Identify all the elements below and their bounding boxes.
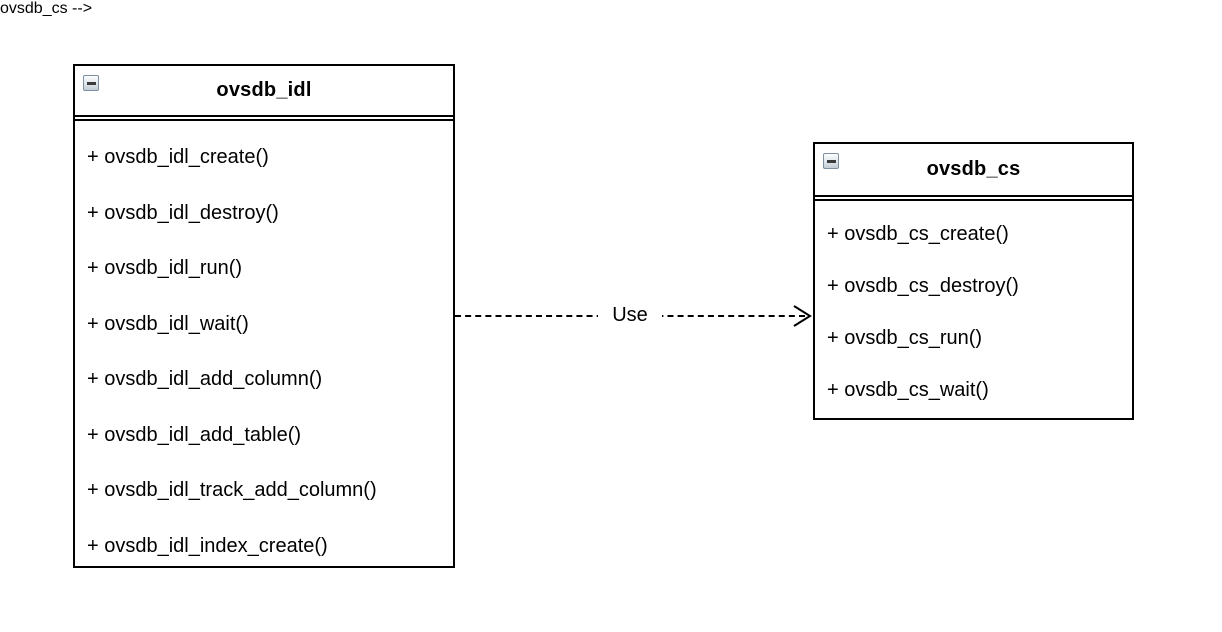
- operation-item: + ovsdb_idl_index_create(): [87, 534, 328, 557]
- class-header-ovsdb-idl: ovsdb_idl: [75, 66, 453, 117]
- dependency-label: Use: [598, 304, 662, 327]
- minus-icon: [826, 159, 836, 163]
- operation-item: + ovsdb_idl_destroy(): [87, 201, 279, 224]
- class-title: ovsdb_cs: [926, 158, 1021, 180]
- attributes-compartment-empty: [75, 117, 453, 121]
- collapse-minus-icon[interactable]: [823, 153, 839, 169]
- class-header-ovsdb-cs: ovsdb_cs: [815, 144, 1132, 197]
- operation-item: + ovsdb_cs_create(): [827, 222, 1009, 245]
- operation-item: + ovsdb_idl_add_table(): [87, 423, 302, 446]
- class-box-ovsdb-cs[interactable]: ovsdb_cs + ovsdb_cs_create() + ovsdb_cs_…: [813, 142, 1134, 420]
- collapse-minus-icon[interactable]: [83, 75, 99, 91]
- operations-list: + ovsdb_cs_create() + ovsdb_cs_destroy()…: [815, 201, 1132, 416]
- minus-icon: [86, 81, 96, 85]
- class-title: ovsdb_idl: [216, 79, 312, 101]
- operation-item: + ovsdb_cs_destroy(): [827, 274, 1019, 297]
- operations-list: + ovsdb_idl_create() + ovsdb_idl_destroy…: [75, 121, 453, 574]
- attributes-compartment-empty: [815, 197, 1132, 201]
- operation-item: + ovsdb_idl_track_add_column(): [87, 479, 377, 502]
- operation-item: + ovsdb_cs_run(): [827, 326, 983, 349]
- operation-item: + ovsdb_idl_create(): [87, 146, 269, 169]
- operation-item: + ovsdb_idl_add_column(): [87, 368, 323, 391]
- operation-item: + ovsdb_cs_wait(): [827, 378, 989, 401]
- operation-item: + ovsdb_idl_run(): [87, 257, 243, 280]
- class-box-ovsdb-idl[interactable]: ovsdb_idl + ovsdb_idl_create() + ovsdb_i…: [73, 64, 455, 568]
- operation-item: + ovsdb_idl_wait(): [87, 312, 249, 335]
- open-arrowhead-icon: [793, 305, 812, 327]
